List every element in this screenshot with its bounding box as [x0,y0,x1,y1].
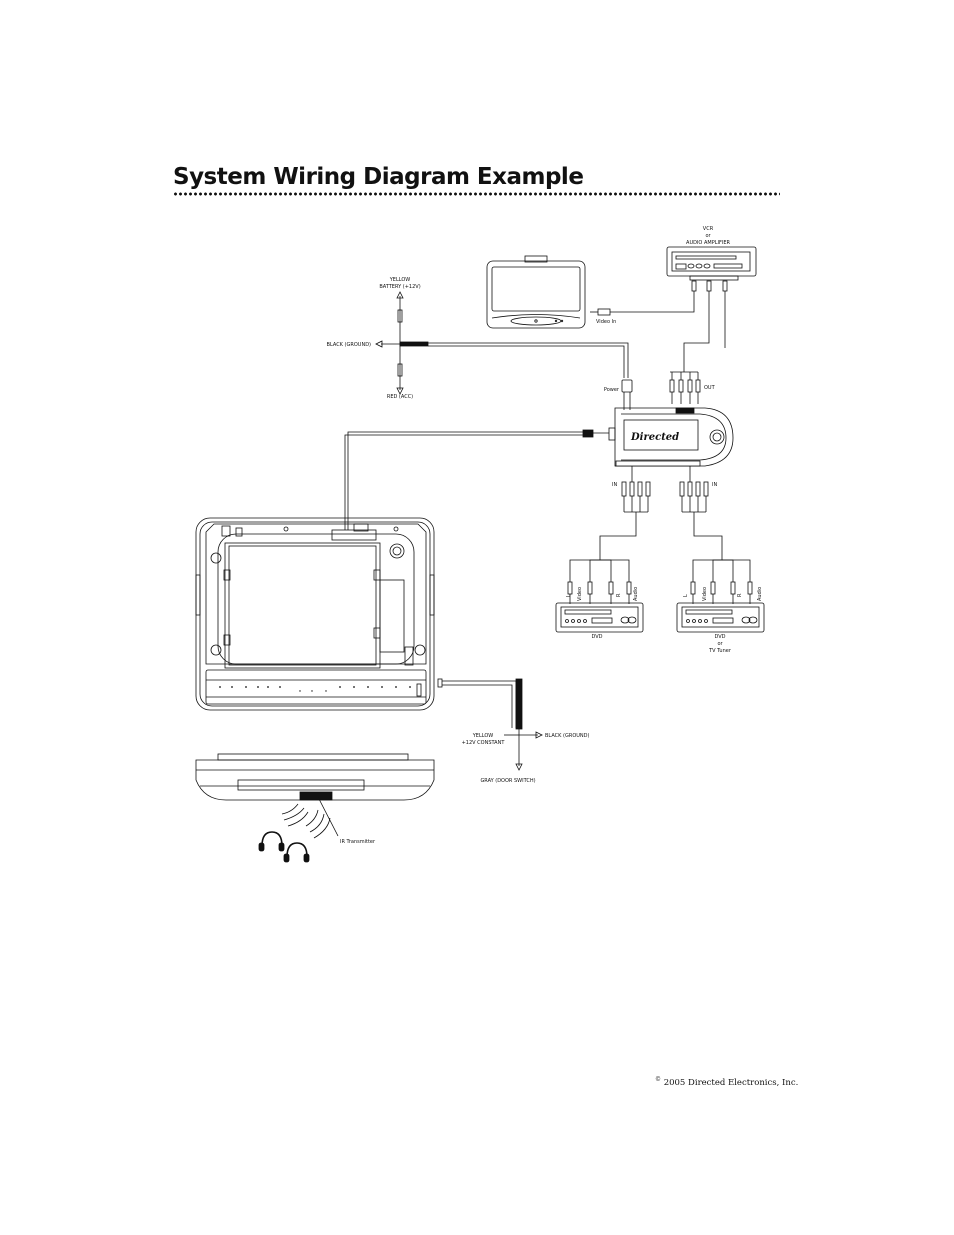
red-acc-label: RED (ACC) [387,394,413,400]
yellow-battery-label-1: YELLOW [389,277,411,283]
out-rca-plugs [669,371,701,404]
monitor-icon [486,255,586,329]
video-in-label: Video In [596,319,616,325]
dvd-right-label-2: or [717,641,723,647]
audio-left-label: Audio [633,587,639,601]
overhead-unit-top-view [195,517,435,711]
audio-right-label: Audio [757,587,763,601]
in-left-label: IN [612,482,617,488]
headphones-icon [258,831,310,863]
yellow-constant-label-2: +12V CONSTANT [462,740,506,746]
dvd-player-left-icon [555,602,644,633]
l-left-label: L [566,594,572,597]
video-left-label: Video [577,587,583,601]
vcr-rca-plugs [691,280,728,300]
in-left-rca-plugs [567,466,651,604]
title-dotted-rule [173,192,780,196]
copyright-notice: © 2005 Directed Electronics, Inc. [655,1076,798,1088]
receiver-box-icon [608,407,734,467]
power-label: Power [604,387,620,393]
dvd-left-label: DVD [591,634,602,640]
page-title: System Wiring Diagram Example [173,164,584,190]
ir-waves-icon [281,803,331,839]
vcr-label-2: or [705,233,711,239]
yellow-battery-label-2: BATTERY (+12V) [379,284,420,290]
gray-door-switch-label: GRAY (DOOR SWITCH) [480,778,535,784]
out-label: OUT [704,385,716,391]
dvd-player-right-icon [676,602,765,633]
black-ground-left-label: BLACK (GROUND) [327,342,372,348]
in-right-label: IN [712,482,717,488]
overhead-unit-front-view [195,753,435,801]
copyright-symbol: © [655,1076,661,1083]
copyright-text: 2005 Directed Electronics, Inc. [663,1077,799,1088]
r-left-label: R [616,593,622,597]
vcr-label-1: VCR [703,226,714,232]
ir-transmitter-label: IR Transmitter [340,839,376,845]
dvd-right-label-1: DVD [714,634,725,640]
r-right-label: R [737,593,743,597]
in-right-rca-plugs [679,466,753,604]
black-ground-right-label: BLACK (GROUND) [545,733,590,739]
vcr-icon [666,246,757,281]
dvd-right-label-3: TV Tuner [708,648,732,654]
vcr-label-3: AUDIO AMPLIFIER [686,240,730,246]
video-right-label: Video [702,587,708,601]
brand-logo: Directed [630,432,679,443]
yellow-constant-label-1: YELLOW [472,733,494,739]
l-right-label: L [683,594,689,597]
